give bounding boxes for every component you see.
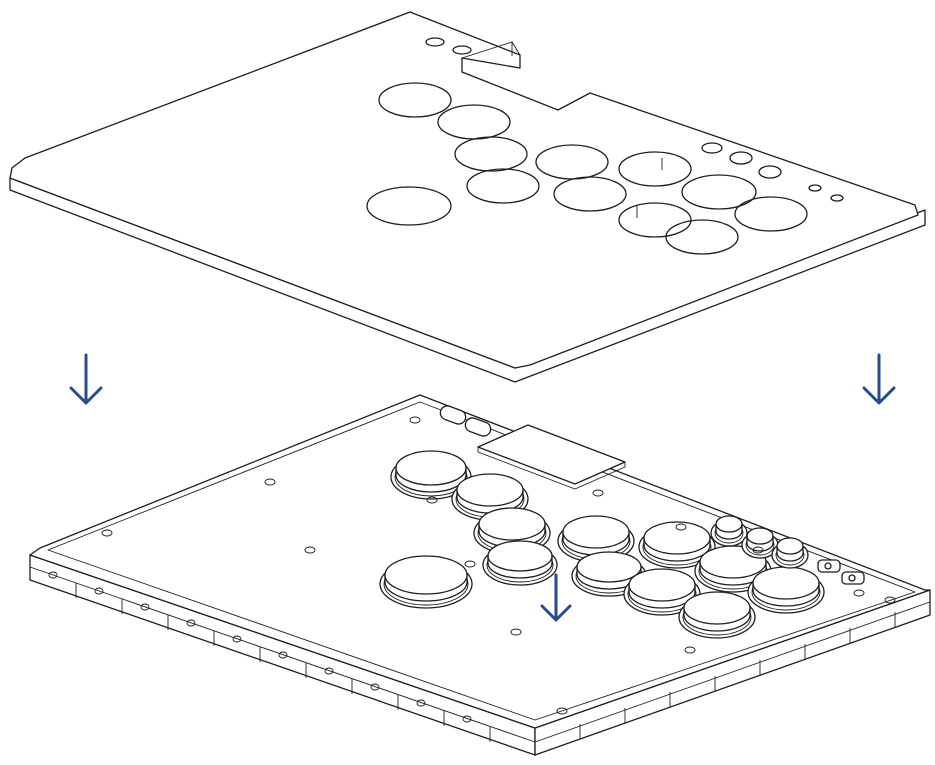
button-hole [618,202,692,238]
arcade-button [638,521,716,569]
screw-hole [752,546,764,554]
button-hole [618,151,692,187]
wall-hole [140,603,150,611]
wall-hole [48,571,58,579]
arcade-button [771,537,809,569]
top-slot [452,45,472,55]
arcade-button [451,473,529,521]
screw-hole [464,560,476,568]
wall-hole [370,683,380,691]
arcade-button [710,515,748,547]
screw-hole [592,489,604,497]
small-hole [701,142,723,154]
button-hole [454,136,528,172]
button-hole [378,82,452,118]
arcade-button [482,540,558,586]
wall-hole [324,667,334,675]
arcade-button [379,555,473,609]
wall-hole [462,715,472,723]
arcade-button [623,568,701,616]
arcade-button [390,450,472,500]
arcade-button [694,545,772,593]
mode-switches [817,559,865,585]
arcade-button [747,566,825,614]
base-inner-rim [47,401,916,721]
button-hole [665,219,739,255]
function-button [439,405,467,425]
wall-hole [186,619,196,627]
button-hole [366,186,452,226]
arcade-button [741,527,779,559]
button-hole [681,174,757,210]
button-hole [734,196,808,232]
base-surface [29,394,931,729]
top-plate-notch [461,41,521,59]
function-button [464,417,492,437]
top-slot [425,37,445,47]
arcade-button [557,515,635,563]
screw-hole [853,589,865,597]
down-arrow-icon [69,353,103,405]
arcade-button [678,591,756,639]
top-plate [9,11,926,383]
display-panel-edge [477,447,626,490]
base-lip [29,566,931,743]
screw-hole [304,546,316,554]
screw-hole [101,529,113,537]
down-arrow-icon [862,353,896,405]
button-hole [466,168,540,204]
screw-hole [264,478,276,486]
button-hole [553,176,627,212]
wall-hole [232,635,242,643]
top-plate-surface [9,11,919,369]
down-arrow-icon [540,573,572,622]
small-hole [758,165,782,179]
screw-hole [884,596,896,604]
screw-hole [409,416,421,424]
wall-hole [278,651,288,659]
wall-hole [416,699,426,707]
controller-base [29,394,931,756]
screw-hole [426,496,438,504]
screw-hole [510,628,522,636]
small-hole [729,151,753,165]
small-hole [830,194,844,202]
screw-hole [556,707,568,715]
wall-hole [94,587,104,595]
screw-hole [684,646,696,654]
small-hole [808,184,822,192]
screw-hole [675,523,687,531]
